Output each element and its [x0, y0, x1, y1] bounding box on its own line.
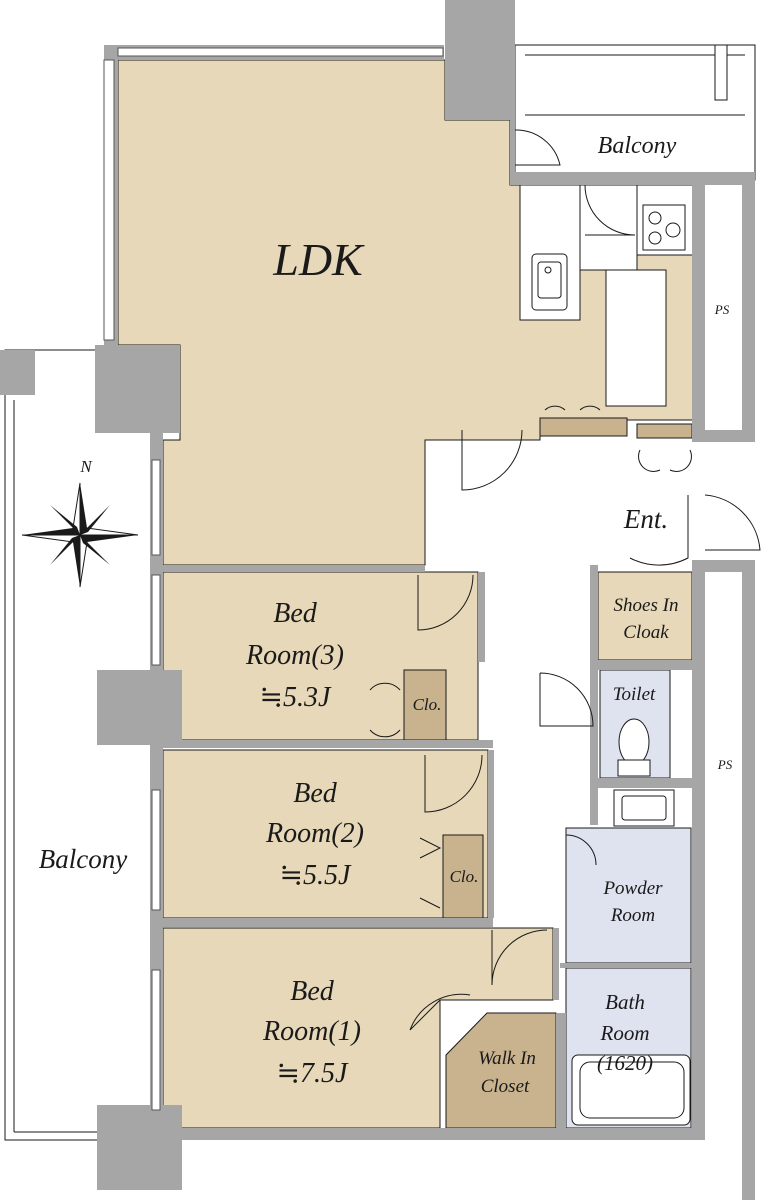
shoes-in-cloak-label-line2: Cloak [623, 622, 669, 643]
closet-3-label: Clo. [413, 695, 442, 714]
north-balcony [514, 44, 756, 181]
closet-2-label: Clo. [450, 867, 479, 886]
north-balcony-label: Balcony [598, 133, 677, 159]
shoes-in-cloak-floor [597, 571, 693, 661]
bedroom-2-label-line1: Bed [293, 778, 338, 809]
toilet-label: Toilet [613, 684, 656, 705]
bedroom-3-label-line1: Bed [273, 598, 318, 629]
bedroom-1-label-line1: Bed [290, 976, 335, 1007]
ps-lower-label: PS [717, 757, 733, 772]
bedroom-3-label-line2: Room(3) [245, 640, 344, 671]
walk-in-closet-label-line2: Closet [481, 1076, 530, 1097]
fixtures [571, 718, 691, 1126]
closet-3-floor [403, 669, 447, 741]
ldk-label: LDK [272, 234, 365, 285]
toilet-icon [618, 718, 650, 766]
bedroom-2-size: ≒5.5J [280, 860, 352, 891]
bath-room-label-line1: Bath [605, 990, 645, 1014]
powder-room-label-line1: Powder [602, 878, 663, 899]
shoes-in-cloak-label-line1: Shoes In [614, 595, 679, 616]
cooktop-icon [642, 204, 686, 251]
entrance-label: Ent. [623, 504, 668, 534]
bedroom-2-label-line2: Room(2) [265, 818, 364, 849]
compass-rose-icon [21, 482, 139, 588]
windows [103, 47, 444, 1111]
bedroom-3-size: ≒5.3J [260, 682, 332, 713]
doors [369, 129, 761, 1031]
sink-icon [531, 253, 568, 311]
bath-room-label-line2: Room [600, 1021, 650, 1045]
north-label: N [79, 457, 93, 476]
kitchen [519, 184, 696, 439]
washbasin-icon [613, 789, 675, 827]
west-balcony-label: Balcony [39, 844, 127, 874]
ps-upper-label: PS [714, 302, 730, 317]
bathtub-icon [571, 1054, 691, 1126]
powder-room-label-line2: Room [610, 905, 655, 926]
walk-in-closet-floor [445, 1012, 557, 1129]
bedroom-1-label-line2: Room(1) [262, 1016, 361, 1047]
bath-room-label-line3: (1620) [597, 1051, 653, 1075]
walk-in-closet-label-line1: Walk In [478, 1048, 536, 1069]
closet-2-floor [442, 834, 484, 919]
bedroom-1-size: ≒7.5J [277, 1058, 349, 1089]
